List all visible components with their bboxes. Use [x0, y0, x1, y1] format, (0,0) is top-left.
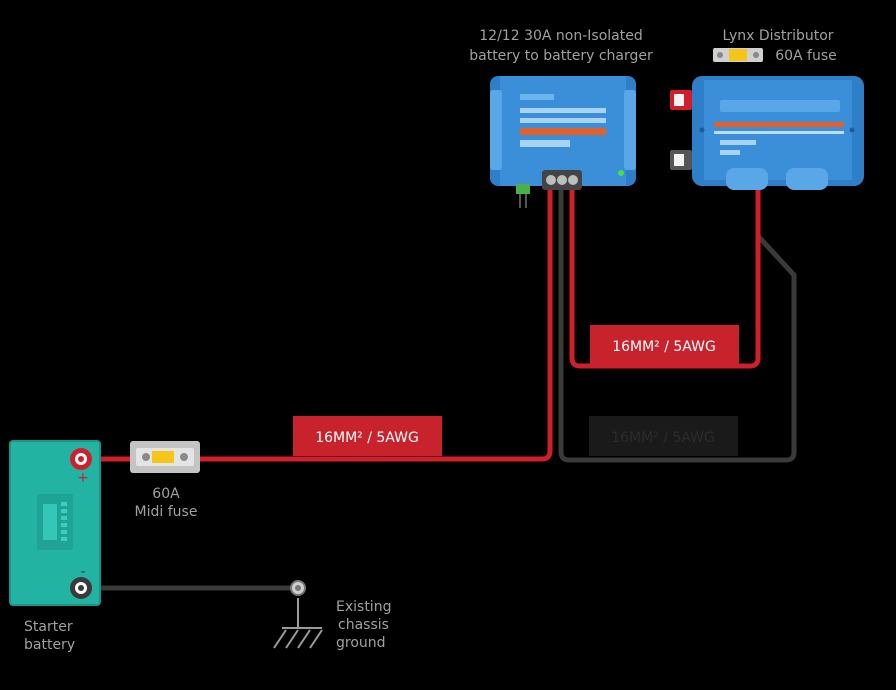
battery-charger [490, 76, 636, 208]
cable-label-main-positive-text: 16MM² / 5AWG [315, 430, 419, 446]
charger-remote-connector [516, 184, 530, 194]
charger-status-led [618, 170, 624, 176]
midi-fuse-label-line2: Midi fuse [135, 504, 198, 520]
chassis-ground [273, 580, 323, 649]
midi-fuse [130, 441, 200, 473]
cable-label-lynx-positive: 16MM² / 5AWG [590, 325, 739, 365]
negative-wire-charger-lynx [558, 190, 797, 463]
cable-label-main-positive: 16MM² / 5AWG [293, 416, 442, 456]
battery-minus-symbol: - [80, 564, 85, 580]
lynx-orange-stripe [714, 122, 844, 127]
lynx-label-line1: Lynx Distributor [722, 28, 833, 44]
charger-label-line2: battery to battery charger [469, 48, 653, 64]
starter-battery: + - [9, 440, 101, 606]
cable-label-negative-text: 16MM² / 5AWG [611, 430, 715, 446]
starter-battery-label-line1: Starter [24, 619, 73, 635]
midi-fuse-element [152, 451, 174, 463]
cable-label-lynx-positive-text: 16MM² / 5AWG [612, 339, 716, 355]
chassis-ground-label-line1: Existing [336, 599, 391, 615]
positive-wire-lynx [569, 190, 761, 369]
cable-label-negative: 16MM² / 5AWG [589, 416, 738, 456]
starter-battery-label-line2: battery [24, 637, 75, 653]
lynx-fuse-icon [713, 48, 763, 62]
positive-wire-main [86, 190, 553, 462]
lynx-distributor [670, 76, 864, 190]
charger-label-line1: 12/12 30A non-Isolated [479, 28, 642, 44]
lynx-label-line2: 60A fuse [775, 48, 837, 64]
chassis-ground-label-line2: chassis [338, 617, 389, 633]
battery-plus-symbol: + [77, 470, 89, 486]
chassis-ground-label-line3: ground [336, 635, 386, 651]
midi-fuse-label-line1: 60A [152, 486, 180, 502]
charger-orange-stripe [520, 128, 606, 135]
